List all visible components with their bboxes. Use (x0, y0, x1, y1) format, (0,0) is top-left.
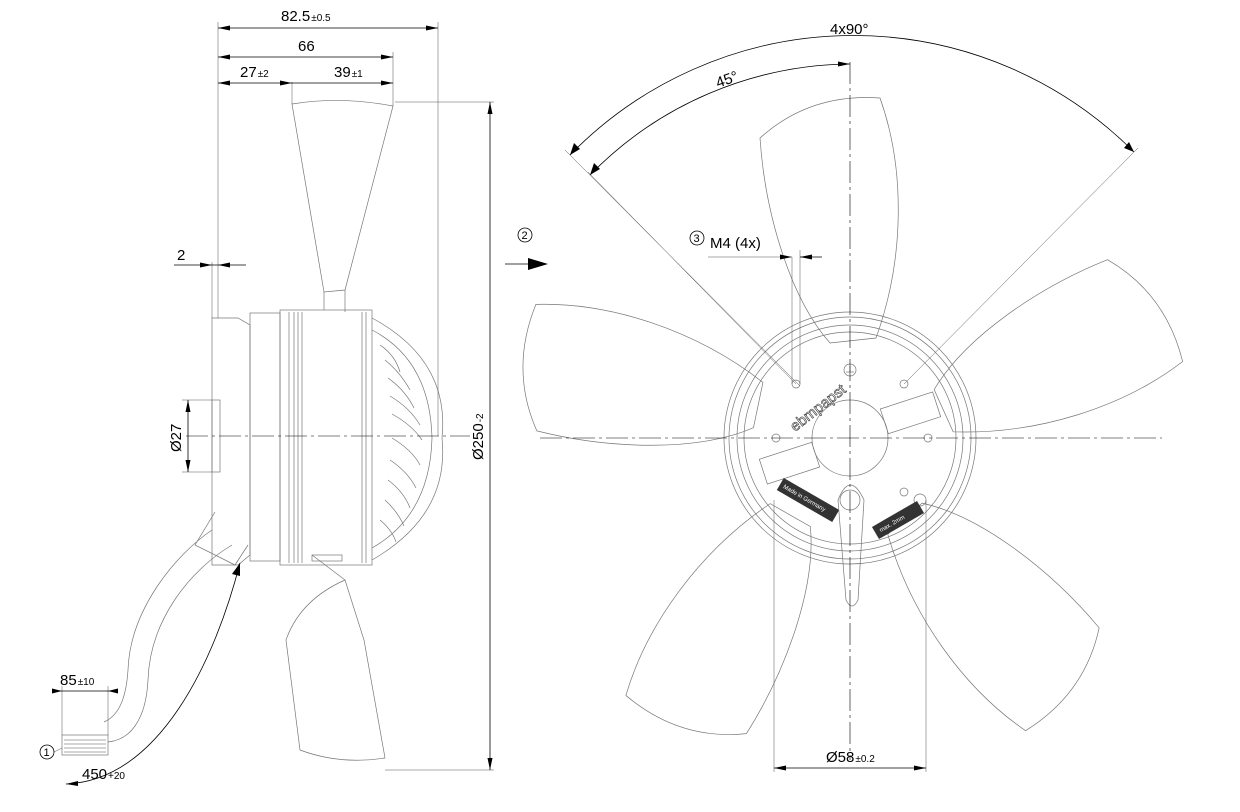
dim-cable-length: 450+20 (82, 766, 125, 783)
dim-85: 85±10 (60, 672, 95, 689)
dim-overall-length: 82.5±0.5 (281, 8, 331, 25)
cable-exit (837, 484, 865, 607)
dim-fan-diameter: Ø250-2 (470, 413, 487, 460)
screw-hole (899, 487, 909, 497)
dim-hub-diameter: Ø58±0.2 (826, 749, 875, 766)
connector (61, 734, 109, 756)
dim-27: 27±2 (240, 64, 269, 81)
blade-upper (291, 100, 394, 293)
callout-2: 2 (522, 230, 528, 242)
blades (497, 97, 1190, 767)
rotor-rear (371, 317, 444, 561)
screw-hole (899, 379, 909, 389)
blade-lower (285, 579, 386, 761)
callout-1: 1 (44, 747, 50, 759)
motor-flange (211, 317, 251, 566)
dim-angle-4x90: 4x90° (830, 21, 869, 38)
hub-ring (249, 312, 281, 562)
cooling-fins (379, 344, 423, 543)
dim-66: 66 (298, 38, 315, 55)
thread-spec: M4 (4x) (710, 235, 761, 252)
dim-shaft-diameter: Ø27 (168, 424, 185, 452)
front-view: Made in Germany max. 2mm ebmpapst 4x90° … (497, 21, 1190, 772)
dim-angle-45: 45° (714, 68, 741, 92)
side-view: 82.5±0.5 66 27±2 39±1 2 Ø27 Ø250-2 (39, 8, 494, 786)
dim-2: 2 (177, 247, 185, 264)
brand-logo: ebmpapst (787, 381, 850, 435)
dim-39: 39±1 (334, 64, 363, 81)
cable (107, 544, 233, 743)
callout-3: 3 (694, 233, 700, 245)
